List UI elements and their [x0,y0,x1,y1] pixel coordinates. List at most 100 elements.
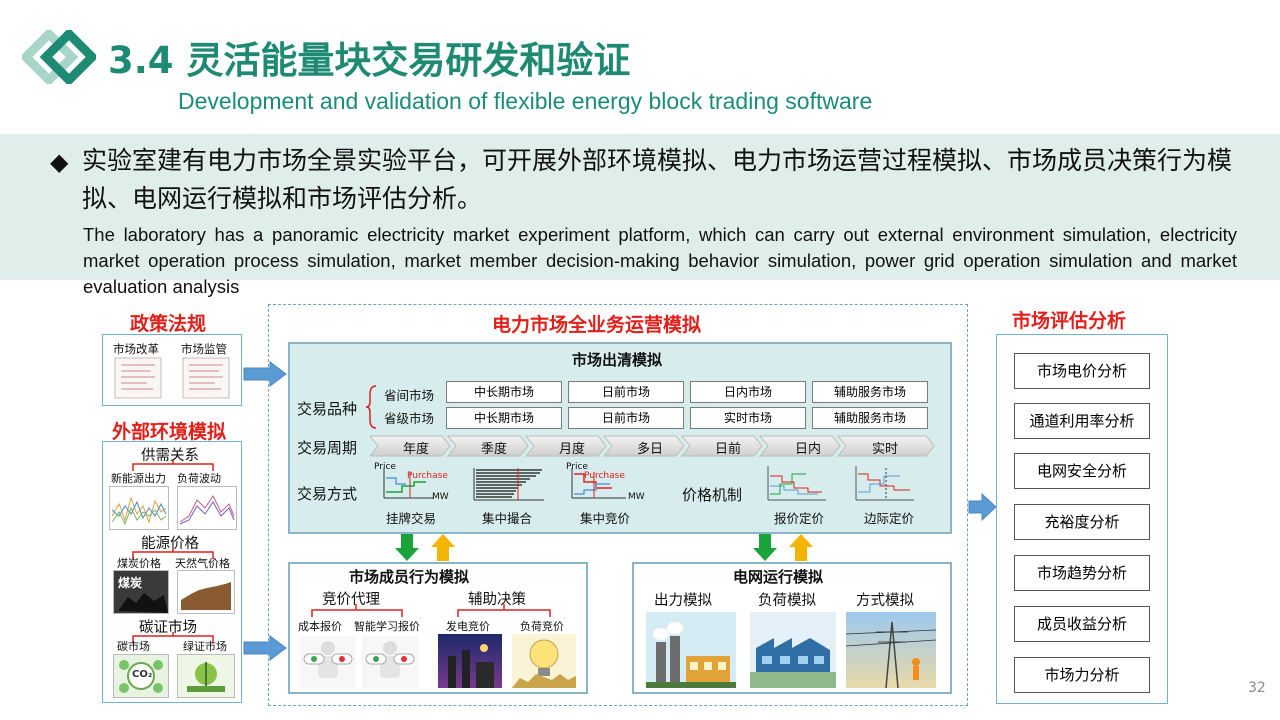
clearing-title: 市场出清模拟 [572,351,663,369]
transmission-line-workers-image [846,612,936,688]
load-curve-thumbnail [177,486,237,530]
bracket-connector [132,548,214,559]
arrow-down-icon [753,534,777,561]
policy-doc-reform-label: 市场改革 [113,342,159,356]
arrow-up-icon [431,534,455,561]
diamond-bullet-icon: ◆ [50,148,69,176]
coal-image: 煤炭 [113,570,169,614]
mode-sim-label: 方式模拟 [856,593,914,609]
coal-price-label: 煤炭价格 [117,557,161,570]
document-icon [114,357,162,399]
operation-frame [268,304,968,706]
bid-pricing-chart [767,466,826,501]
renewable-curve-thumbnail [109,486,169,530]
policy-panel: 市场改革 市场监管 [102,334,242,406]
bidding-agent-label: 竞价代理 [322,592,380,608]
eval-item-adequacy: 充裕度分析 [1014,504,1150,540]
decision-support-label: 辅助决策 [468,592,526,608]
evaluation-title: 市场评估分析 [1012,310,1127,332]
bracket-connector [311,604,551,617]
agent-figure-image [300,636,356,688]
arrow-up-icon [789,534,813,561]
price-mechanism-label: 价格机制 [682,486,743,504]
generation-bid-label: 发电竞价 [446,620,490,633]
policy-title: 政策法规 [130,313,207,335]
page-title: 3.4 灵活能量块交易研发和验证 [108,39,631,82]
logo-icon [22,30,96,84]
listing-trade-chart [383,468,434,499]
page-number: 32 [1248,680,1266,696]
period-real-time: 实时 [872,442,899,457]
gas-price-chart-thumbnail [177,570,235,614]
market-cell: 日前市场 [568,407,684,429]
centralized-bidding-chart [571,468,626,499]
centralized-matching-chart [473,468,544,501]
marginal-pricing-chart [855,466,914,501]
power-plant-image [646,612,736,688]
factory-load-image [750,612,836,688]
arrow-down-icon [395,534,419,561]
method-matching: 集中撮合 [482,511,533,526]
arrow-right-icon [243,361,287,387]
method-listing: 挂牌交易 [386,511,437,526]
period-multi-day: 多日 [637,442,664,457]
period-day-ahead: 日前 [715,442,742,457]
mw-axis-label: MW [628,492,645,502]
mw-axis-label: MW [432,492,449,502]
intra-province-market-label: 省级市场 [384,411,435,426]
inter-province-market-label: 省间市场 [384,388,435,403]
lightbulb-city-image [512,634,576,688]
energy-price-heading: 能源价格 [141,536,199,552]
market-cell: 日前市场 [568,381,684,403]
eval-item-channel: 通道利用率分析 [1014,403,1150,439]
intro-band [0,134,1280,280]
period-monthly: 月度 [559,442,586,457]
supply-demand-heading: 供需关系 [141,448,199,464]
market-cell: 辅助服务市场 [812,407,928,429]
brace-icon [366,385,377,429]
eval-item-price: 市场电价分析 [1014,353,1150,389]
load-sim-label: 负荷模拟 [758,593,816,609]
period-quarterly: 季度 [481,442,508,457]
market-cell: 实时市场 [690,407,806,429]
power-plant-night-image [438,634,502,688]
purchase-label: Purchase [407,471,448,481]
green-cert-market-label: 绿证市场 [183,640,227,653]
external-title: 外部环境模拟 [112,421,227,443]
eval-item-revenue: 成员收益分析 [1014,606,1150,642]
period-annual: 年度 [403,442,430,457]
price-bid-pricing: 报价定价 [774,511,825,526]
intro-english-text: The laboratory has a panoramic electrici… [83,224,1237,297]
operation-title: 电力市场全业务运营模拟 [492,314,702,336]
price-marginal-pricing: 边际定价 [864,511,915,526]
external-panel: 供需关系 新能源出力 负荷波动 能源价格 煤炭价格 天然气价格 煤炭 碳证市场 … [102,441,242,703]
eval-item-trend: 市场趋势分析 [1014,555,1150,591]
market-cell: 日内市场 [690,381,806,403]
period-intraday: 日内 [795,442,822,457]
carbon-market-label: 碳市场 [117,640,150,653]
eval-item-market-power: 市场力分析 [1014,657,1150,693]
output-sim-label: 出力模拟 [654,593,712,609]
page-subtitle: Development and validation of flexible e… [178,88,873,114]
arrow-right-icon [968,492,997,522]
trade-method-label: 交易方式 [297,485,358,503]
bracket-connector [132,460,214,471]
market-cell: 中长期市场 [446,407,562,429]
intro-chinese-text: 实验室建有电力市场全景实验平台，可开展外部环境模拟、电力市场运营过程模拟、市场成… [82,146,1233,213]
market-cell: 中长期市场 [446,381,562,403]
method-bidding: 集中竞价 [580,511,631,526]
market-cell: 辅助服务市场 [812,381,928,403]
document-icon [182,357,230,399]
trade-variety-label: 交易品种 [297,400,358,418]
smart-bid-label: 智能学习报价 [354,620,420,633]
grid-title: 电网运行模拟 [733,568,824,586]
purchase-label: Purchase [584,471,625,481]
green-certificate-image [177,654,235,698]
renewable-output-label: 新能源出力 [111,472,166,485]
policy-doc-regulation-label: 市场监管 [181,342,227,356]
price-axis-label: Price [374,462,396,472]
load-fluctuation-label: 负荷波动 [177,472,221,485]
co2-image: CO₂ [113,654,169,698]
member-title: 市场成员行为模拟 [349,568,470,586]
arrow-right-icon [243,635,287,661]
